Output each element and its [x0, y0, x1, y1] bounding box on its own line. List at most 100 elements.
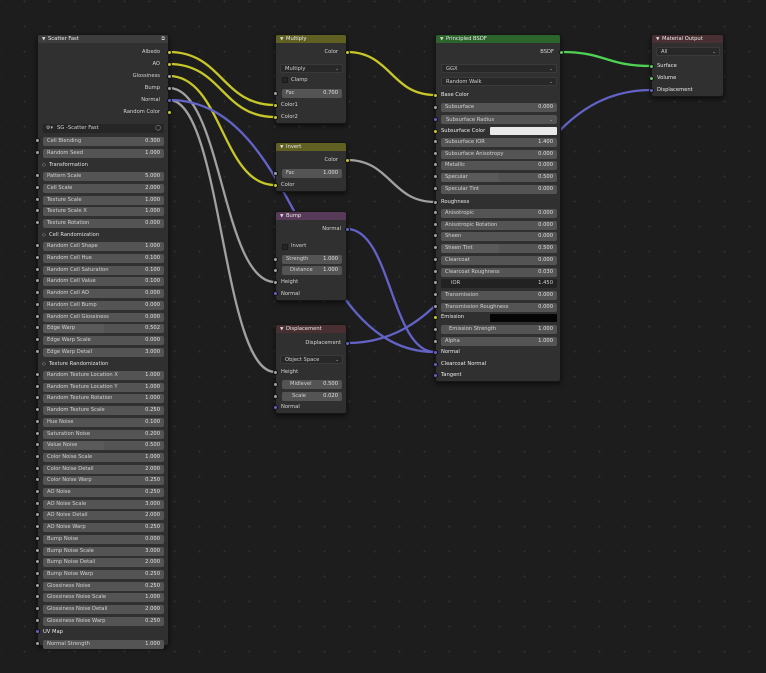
- displacement-node[interactable]: ▼Displacement Displacement Object Space⌄…: [275, 324, 347, 414]
- scatter-input-socket[interactable]: [34, 407, 40, 413]
- subsurface-color-socket[interactable]: [432, 128, 438, 134]
- link-bump-normal[interactable]: [345, 227, 437, 354]
- scatter-input-socket[interactable]: [34, 512, 40, 518]
- multiply-header[interactable]: ▼Multiply: [276, 35, 346, 43]
- link-bump-displacement-height[interactable]: [167, 98, 277, 374]
- invert-fac-socket[interactable]: [272, 170, 278, 176]
- surface-socket[interactable]: [648, 63, 654, 69]
- scatter-input-socket[interactable]: [34, 266, 40, 272]
- bsdf-value-socket[interactable]: [432, 162, 438, 168]
- scatter-input-socket[interactable]: [34, 278, 40, 284]
- multiply-color1-socket[interactable]: [272, 102, 278, 108]
- tangent-socket[interactable]: [432, 372, 438, 378]
- scatter-input-socket[interactable]: [34, 477, 40, 483]
- invert-color-socket[interactable]: [272, 182, 278, 188]
- collapse-chevron-icon[interactable]: ▼: [280, 37, 284, 42]
- scatter-input-socket[interactable]: [34, 301, 40, 307]
- bsdf-output-socket[interactable]: [558, 49, 564, 55]
- scatter-output-socket[interactable]: [166, 85, 172, 91]
- scatter-input-socket[interactable]: [34, 290, 40, 296]
- bsdf-value-socket[interactable]: [432, 233, 438, 239]
- bsdf-value-socket[interactable]: [432, 245, 438, 251]
- collapse-chevron-icon[interactable]: ▼: [656, 37, 660, 42]
- scatter-input-socket[interactable]: [34, 629, 40, 635]
- scatter-input-socket[interactable]: [34, 243, 40, 249]
- bump-strength-socket[interactable]: [272, 256, 278, 262]
- subsurface-method-dropdown[interactable]: Random Walk⌄: [441, 77, 557, 86]
- panel-texture-randomization[interactable]: ◇Texture Randomization: [42, 359, 108, 369]
- scatter-output-socket[interactable]: [166, 73, 172, 79]
- volume-socket[interactable]: [648, 75, 654, 81]
- displacement-normal-socket[interactable]: [272, 404, 278, 410]
- collapse-chevron-icon[interactable]: ▼: [440, 37, 444, 42]
- invert-fac-field[interactable]: Fac 1.000: [282, 169, 342, 178]
- roughness-socket[interactable]: [432, 199, 438, 205]
- displacement-height-socket[interactable]: [272, 369, 278, 375]
- bsdf-value-socket[interactable]: [432, 221, 438, 227]
- link-ao-color2[interactable]: [167, 62, 277, 119]
- bsdf-value-socket[interactable]: [432, 291, 438, 297]
- bump-height-socket[interactable]: [272, 279, 278, 285]
- subsurface-field[interactable]: Subsurface 0.000: [441, 103, 557, 112]
- link-bsdf-surface[interactable]: [559, 50, 653, 68]
- link-bump-height[interactable]: [167, 86, 277, 284]
- bsdf-value-socket[interactable]: [432, 256, 438, 262]
- link-albedo-color1[interactable]: [167, 50, 277, 107]
- collapse-chevron-icon[interactable]: ▼: [42, 37, 46, 42]
- emission-color-swatch[interactable]: [490, 314, 557, 322]
- scatter-input-socket[interactable]: [34, 641, 40, 647]
- link-glossiness-invert[interactable]: [167, 74, 277, 187]
- panel-expand-icon[interactable]: ◇: [42, 232, 46, 239]
- link-invert-roughness[interactable]: [345, 158, 437, 204]
- scatter-input-socket[interactable]: [34, 500, 40, 506]
- output-target-dropdown[interactable]: All⌄: [656, 47, 720, 56]
- node-group-selector[interactable]: ⚙▾ SG -Scatter Fast ◯: [43, 124, 164, 133]
- displacement-header[interactable]: ▼Displacement: [276, 325, 346, 333]
- emission-socket[interactable]: [432, 314, 438, 320]
- blend-mode-dropdown[interactable]: Multiply⌄: [280, 64, 343, 73]
- multiply-fac-socket[interactable]: [272, 90, 278, 96]
- bump-node[interactable]: ▼Bump Normal Invert Strength 1.000 Dista…: [275, 211, 347, 301]
- output-displacement-socket[interactable]: [648, 87, 654, 93]
- emission-strength-socket[interactable]: [432, 326, 438, 332]
- multiply-fac-field[interactable]: Fac 0.700: [282, 89, 342, 98]
- scatter-input-socket[interactable]: [34, 348, 40, 354]
- invert-header[interactable]: ▼Invert: [276, 143, 346, 151]
- scatter-input-socket[interactable]: [34, 606, 40, 611]
- multiply-output-socket[interactable]: [344, 49, 350, 55]
- material-output-header[interactable]: ▼Material Output: [652, 35, 723, 43]
- bsdf-value-socket[interactable]: [432, 303, 438, 309]
- bump-invert-checkbox[interactable]: [282, 244, 288, 250]
- displacement-midlevel-socket[interactable]: [272, 381, 278, 387]
- scatter-input-socket[interactable]: [34, 594, 40, 600]
- scatter-output-socket[interactable]: [166, 109, 172, 115]
- bsdf-value-socket[interactable]: [432, 280, 438, 286]
